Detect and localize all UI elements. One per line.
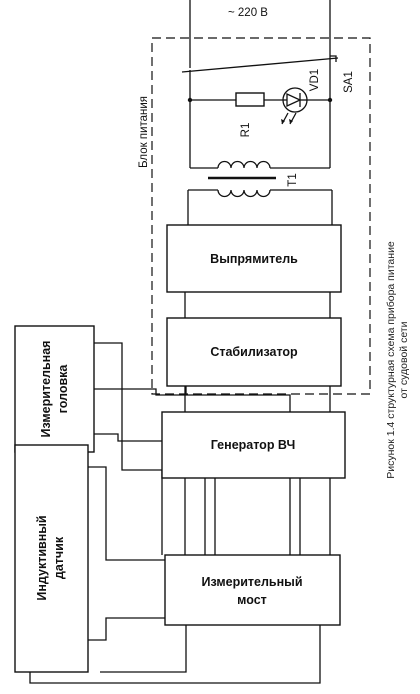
figure-caption-line1: Рисунок 1.4 структурная схема прибора пи… — [385, 241, 397, 479]
head-label-line1: Измерительная — [39, 341, 53, 438]
transformer-label: T1 — [287, 173, 299, 186]
generator-block: Генератор ВЧ — [161, 411, 346, 479]
sensor-label-line1: Индуктивный — [35, 515, 49, 600]
inductive-sensor-block: Индуктивный датчик — [14, 444, 89, 673]
rectifier-block: Выпрямитель — [166, 224, 342, 293]
junction-dot — [187, 97, 193, 103]
measuring-head-block: Измерительная головка — [14, 325, 95, 453]
junction-dot — [327, 97, 333, 103]
resistor-label: R1 — [240, 123, 252, 138]
power-supply-boundary — [151, 37, 371, 395]
mains-label: ~ 220 В — [228, 7, 268, 19]
primary-circuit — [187, 78, 333, 169]
generator-label: Генератор ВЧ — [211, 438, 296, 452]
transformer-t1 — [187, 160, 333, 225]
power-supply-label: Блок питания — [138, 96, 150, 168]
bridge-label-line2: мост — [237, 593, 267, 607]
head-label-line2: головка — [56, 364, 70, 414]
measuring-bridge-block: Измерительный мост — [164, 554, 341, 626]
resistor-r1 — [235, 92, 265, 107]
bridge-label-line1: Измерительный — [201, 575, 302, 589]
switch-contact-bar — [181, 57, 339, 73]
mains-input — [181, 0, 339, 78]
switch-hook — [330, 55, 337, 62]
sensor-label-line2: датчик — [52, 536, 66, 579]
led-vd1 — [281, 87, 308, 125]
switch-label: SA1 — [343, 71, 355, 93]
stabilizer-label: Стабилизатор — [210, 345, 298, 359]
figure-caption-line2: от судовой сети — [398, 321, 410, 398]
rectifier-label: Выпрямитель — [210, 252, 298, 266]
block-wiring — [29, 292, 331, 684]
diode-label: VD1 — [309, 69, 321, 91]
stabilizer-block: Стабилизатор — [166, 317, 342, 387]
